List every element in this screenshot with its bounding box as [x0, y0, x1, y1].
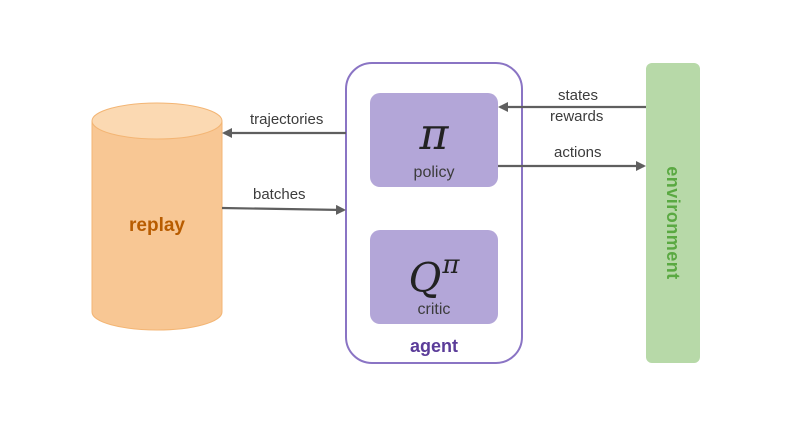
- q-letter: Q: [408, 255, 442, 302]
- rewards-label: rewards: [550, 108, 604, 125]
- environment-label: environment: [663, 166, 683, 280]
- agent-label: agent: [409, 336, 458, 356]
- critic-box: [370, 230, 498, 324]
- q-superscript: π: [442, 250, 460, 280]
- policy-box: [370, 93, 498, 187]
- pi-symbol: π: [419, 109, 449, 160]
- policy-label: policy: [413, 164, 455, 181]
- batches-arrow: [221, 204, 346, 215]
- batches-label: batches: [253, 186, 306, 203]
- environment-bar: [646, 63, 700, 363]
- actions-label: actions: [554, 144, 602, 161]
- critic-label: critic: [417, 301, 451, 318]
- q-pi-symbol: Qπ: [370, 246, 498, 301]
- replay-label: replay: [129, 215, 185, 236]
- states-label: states: [558, 87, 599, 104]
- replay-cylinder: [91, 102, 223, 331]
- trajectories-label: trajectories: [250, 111, 324, 128]
